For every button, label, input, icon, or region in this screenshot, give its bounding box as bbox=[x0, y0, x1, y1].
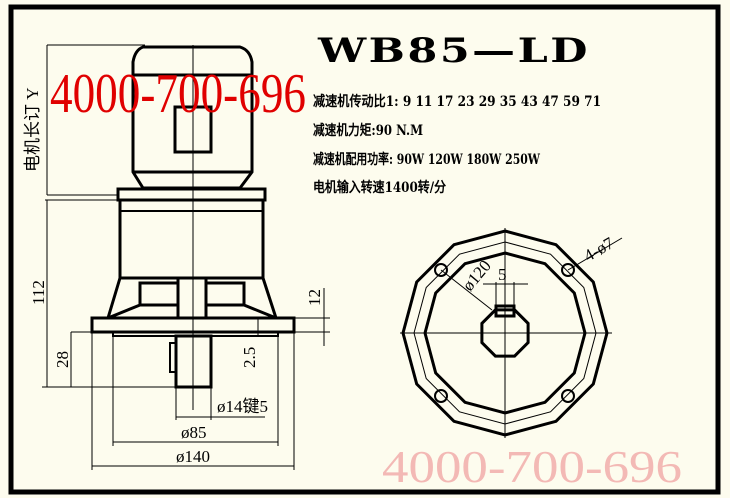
bolt-hole bbox=[561, 389, 575, 403]
housing-ribs bbox=[107, 281, 277, 320]
dim-key-width: 5 bbox=[498, 265, 507, 284]
bolt-hole bbox=[434, 263, 448, 277]
spec-torque: 减速机力矩:90 N.M bbox=[313, 122, 423, 139]
dim-2-5: 2.5 bbox=[240, 347, 259, 368]
dim-12: 12 bbox=[305, 289, 324, 306]
dim-28: 28 bbox=[53, 351, 72, 368]
flange-end-view bbox=[400, 228, 623, 438]
drawing-frame bbox=[8, 4, 721, 495]
dim-spigot-dia: ø85 bbox=[181, 423, 207, 442]
watermark-secondary: 4000-700-696 bbox=[382, 441, 682, 492]
dim-112: 112 bbox=[29, 280, 48, 305]
watermark-phone: 4000-700-696 bbox=[50, 63, 306, 125]
reducer-side-view bbox=[90, 45, 296, 410]
keyway bbox=[494, 304, 516, 318]
spec-input-speed: 电机输入转速1400转/分 bbox=[313, 179, 446, 196]
dim-shaft-dia: ø14键5 bbox=[217, 397, 268, 416]
bolt-hole bbox=[561, 263, 575, 277]
dim-flange-dia: ø140 bbox=[176, 447, 210, 466]
model-title: WB85—LD bbox=[317, 31, 590, 71]
spec-power: 减速机配用功率: 90W 120W 180W 250W bbox=[313, 151, 540, 168]
side-dimensions bbox=[42, 44, 330, 470]
spec-ratio: 减速机传动比1: 9 11 17 23 29 35 43 47 59 71 bbox=[313, 93, 601, 110]
bolt-hole bbox=[434, 389, 448, 403]
motor-length-label: 电机长订 Y bbox=[23, 87, 42, 172]
output-bore bbox=[480, 308, 530, 358]
